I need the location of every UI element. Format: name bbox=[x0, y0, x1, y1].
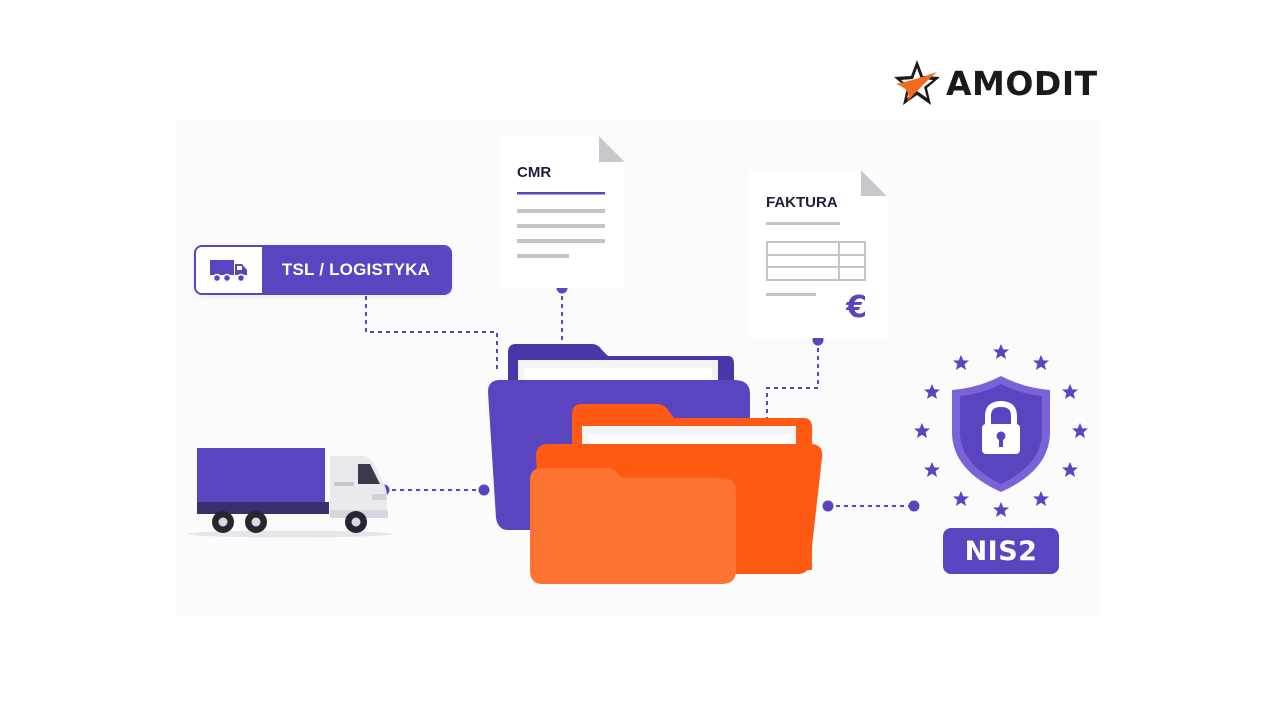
connector-faktura-folders bbox=[766, 340, 819, 420]
shield-lock-icon bbox=[914, 344, 1088, 517]
cmr-document: CMR bbox=[499, 136, 625, 288]
star-swoosh-icon bbox=[894, 60, 940, 105]
euro-symbol: € bbox=[846, 290, 867, 325]
connector-tsl-folders bbox=[365, 296, 498, 372]
folders-icon bbox=[488, 344, 823, 584]
cmr-title: CMR bbox=[517, 164, 552, 181]
truck-illustration bbox=[188, 448, 392, 538]
tsl-label: TSL / LOGISTYKA bbox=[262, 247, 450, 293]
connector-dot bbox=[908, 500, 920, 512]
tsl-logistics-badge: TSL / LOGISTYKA bbox=[194, 245, 452, 295]
brand-name: AMODIT bbox=[946, 64, 1098, 103]
document-lines bbox=[499, 136, 625, 288]
brand-logo: AMODIT bbox=[893, 58, 1113, 108]
invoice-table bbox=[749, 170, 887, 338]
faktura-title: FAKTURA bbox=[766, 194, 838, 211]
nis2-badge: NIS2 bbox=[943, 528, 1059, 574]
faktura-document: FAKTURA € bbox=[749, 170, 887, 338]
connector-dot bbox=[478, 484, 490, 496]
truck-icon bbox=[210, 260, 247, 283]
connector-dot bbox=[822, 500, 834, 512]
